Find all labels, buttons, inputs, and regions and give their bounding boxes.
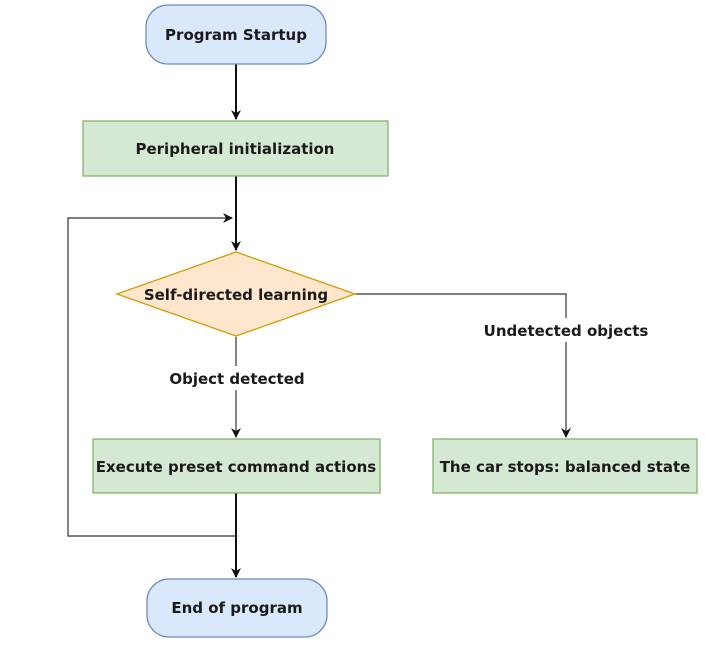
node-execute-preset-command-actions-label: Execute preset command actions: [96, 458, 377, 476]
node-program-startup: [145, 4, 327, 65]
edge-decision-to-stop: [355, 293, 571, 438]
node-peripheral-initialization-label: Peripheral initialization: [135, 140, 334, 158]
edge-label-detected-bg: [168, 366, 306, 390]
node-car-stops-balanced-state: [432, 438, 698, 494]
node-program-startup-label: Program Startup: [165, 26, 307, 44]
node-end-of-program: [146, 578, 328, 638]
edge-label-undetected: Undetected objects: [484, 322, 649, 340]
edge-label-detected: Object detected: [169, 370, 304, 388]
edge-loop-back: [67, 213, 236, 537]
node-peripheral-initialization: [82, 120, 389, 177]
node-end-of-program-label: End of program: [171, 599, 302, 617]
node-car-stops-balanced-state-label: The car stops: balanced state: [440, 458, 691, 476]
node-self-directed-learning-label: Self-directed learning: [144, 286, 328, 304]
node-self-directed-learning: [115, 251, 357, 337]
edge-label-undetected-bg: [483, 318, 649, 342]
node-execute-preset-command-actions: [92, 438, 381, 494]
